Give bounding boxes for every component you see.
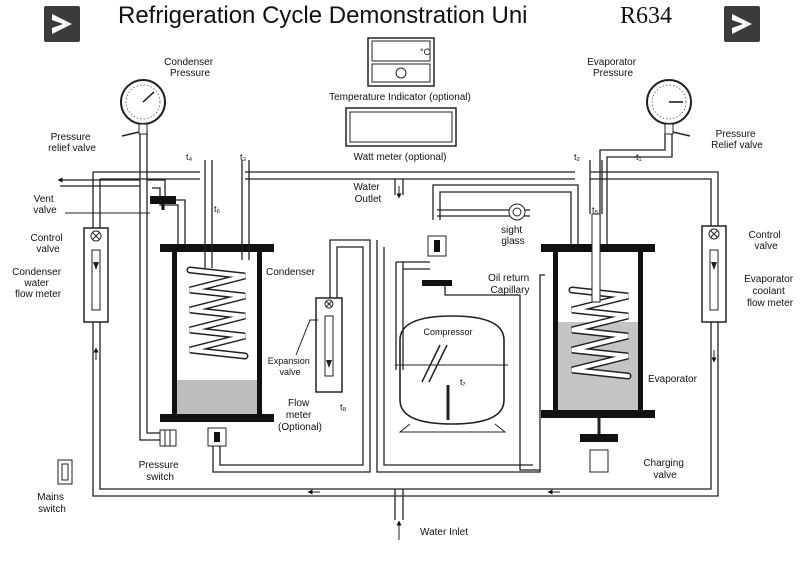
liquid-line [212,239,545,473]
oil-separator [422,235,452,286]
play-arrow-icon [52,14,72,34]
water-outlet-label: Water Outlet [353,182,382,205]
expansion-flow-meter [315,297,343,393]
prev-slide-button[interactable] [44,6,80,42]
vent-valve [65,196,176,214]
condenser-pressure-label: Condenser Pressure [164,57,216,79]
condenser-vessel [160,160,274,447]
control-valve-left-label: Control valve [30,233,65,255]
sight-glass-label: sight glass [501,225,525,247]
water-inlet-label: Water Inlet [420,527,468,538]
probe-t3-label: t₃ [240,152,247,162]
probe-t1-label: t₁ [636,152,642,162]
probe-t2-label: t₂ [574,152,581,162]
watt-meter [345,107,457,147]
evaporator-vessel [541,160,655,473]
temperature-indicator: °C [367,37,435,87]
evaporator-flow-meter-label: Evaporator coolant flow meter [744,274,796,309]
condenser-flow-meter [83,227,109,323]
evaporator-label: Evaporator [648,374,698,385]
mains-switch [57,459,73,485]
compressor-label: Compressor [423,327,472,337]
evaporator-pressure-gauge [646,79,692,137]
flow-meter-label: Flow meter (Optional) [278,398,322,433]
probe-t5-label: t₅ [592,205,599,215]
evaporator-gauge-line [599,134,673,245]
watt-meter-label: Watt meter (optional) [354,152,447,163]
play-arrow-icon [732,14,752,34]
condenser-label: Condenser [266,267,316,278]
temp-unit: °C [420,47,431,57]
mains-switch-label: Mains switch [37,492,66,515]
oil-return-label: Oil return Capillary [488,273,532,296]
temperature-indicator-label: Temperature Indicator (optional) [329,92,471,103]
probe-t4-label: t₄ [186,152,193,162]
charging-valve-label: Charging valve [643,458,686,481]
next-slide-button[interactable] [724,6,760,42]
vent-valve-label: Vent valve [33,194,57,216]
evaporator-pressure-label: Evaporator Pressure [587,57,639,79]
control-valve-right-label: Control valve [748,230,783,252]
pressure-relief-valve-left-label: Pressure relief valve [48,132,96,154]
condenser-pressure-gauge [120,79,166,137]
pressure-relief-valve-right-label: Pressure Relief valve [711,129,763,151]
title-suffix: R634 [620,3,672,29]
pressure-switch-label: Pressure switch [139,460,182,483]
evaporator-flow-meter [701,225,727,323]
flow-arrows [57,177,717,495]
probe-t6-label: t₆ [214,204,221,214]
expansion-valve-label: Expansion valve [268,356,313,377]
sight-glass [508,203,526,221]
probe-t8-label: t₈ [340,402,347,412]
compressor [395,315,508,433]
pressure-switch [159,429,177,447]
page-title: Refrigeration Cycle Demonstration Uni [118,2,528,29]
condenser-gauge-line [60,130,186,441]
condenser-flow-meter-label: Condenser water flow meter [12,267,64,300]
probe-t7-label: t₇ [460,377,466,387]
